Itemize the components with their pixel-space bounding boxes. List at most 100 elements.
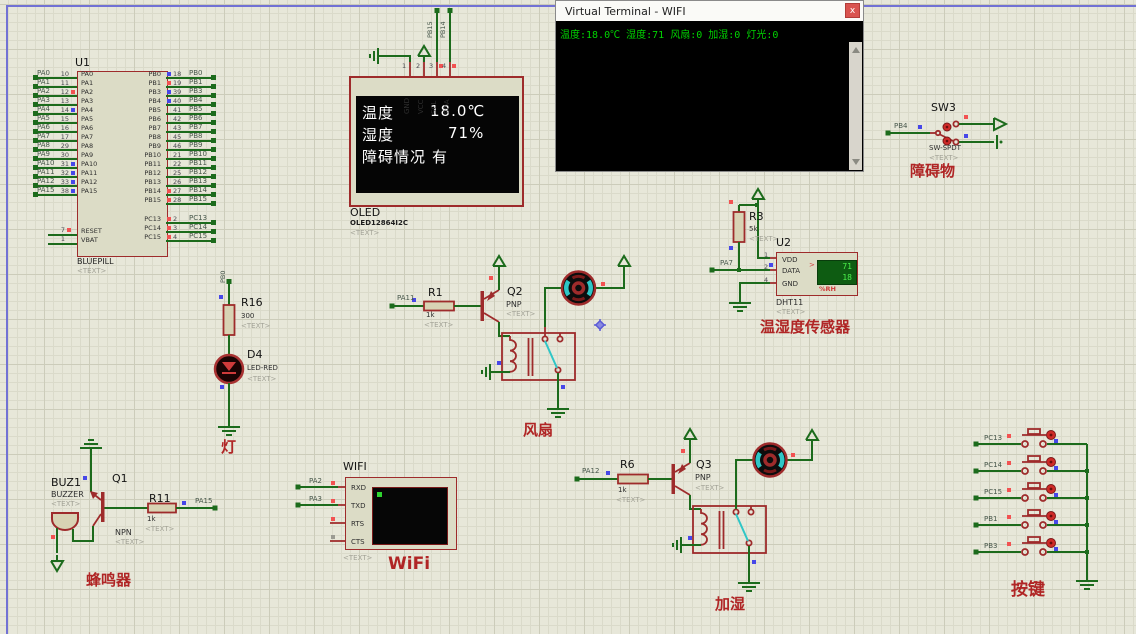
pin-wire [35, 140, 77, 142]
net-label-pb7: PB7 [189, 123, 203, 131]
scroll-up-icon[interactable] [852, 47, 860, 53]
terminal-scrollbar[interactable] [849, 42, 862, 170]
pin-name: PB3 [148, 88, 161, 96]
scroll-down-icon[interactable] [852, 159, 860, 165]
push-button-pc13[interactable]: PC13 [973, 428, 1088, 448]
transistor-q2[interactable] [480, 289, 500, 323]
oled-pin-num: 3 [429, 62, 434, 70]
resistor-r3[interactable] [732, 211, 746, 243]
pin-marker [167, 217, 171, 221]
oled-placeholder: <TEXT> [350, 229, 380, 237]
resistor-r6[interactable] [617, 473, 649, 485]
pin-name: PB10 [144, 151, 161, 159]
pin-marker [71, 171, 75, 175]
lamp-circuit[interactable] [213, 279, 245, 436]
net-label-pc14: PC14 [189, 223, 208, 231]
pin-name: PB6 [148, 115, 161, 123]
relay-humidifier[interactable] [681, 505, 767, 554]
pin-wire [35, 149, 77, 151]
pin-wire [35, 167, 77, 169]
transistor-q3[interactable] [671, 462, 691, 496]
wifi-pin-name: RXD [351, 484, 367, 492]
pin-number: 21 [173, 151, 182, 159]
dht11-sensor[interactable]: VDD DATA GND 71 18 > %RH [776, 252, 858, 296]
push-button-pc15[interactable]: PC15 [973, 482, 1090, 502]
pin-number: 32 [60, 169, 69, 177]
push-button-pb1[interactable]: PB1 [973, 509, 1090, 529]
pin-marker [167, 81, 171, 85]
terminal-body[interactable]: 温度:18.0℃ 湿度:71 风扇:0 加湿:0 灯光:0 [556, 21, 863, 171]
pin-wire [35, 158, 77, 160]
oled-pin-name: SCL [430, 100, 438, 114]
caption-lamp: 灯 [221, 438, 237, 456]
net-label-pb1: PB1 [189, 78, 203, 86]
mcu-body[interactable] [77, 71, 168, 257]
net-label-pc13: PC13 [984, 434, 1002, 442]
relay-fan[interactable] [490, 327, 576, 381]
led-d4[interactable] [213, 353, 245, 385]
net-label-oled-sda: PB14 [439, 21, 447, 38]
wifi-module[interactable]: RXD TXD RTS CTS [345, 477, 457, 550]
oled-row-value: 18.0℃ [430, 102, 486, 120]
resistor-r16[interactable] [222, 304, 236, 336]
r11-ref: R11 [149, 492, 171, 505]
pin-marker [167, 235, 171, 239]
net-label-pa7: PA7 [720, 259, 734, 267]
r1-placeholder: <TEXT> [424, 321, 454, 329]
origin-marker [594, 319, 606, 331]
net-label-pa2: PA2 [309, 477, 323, 485]
wire-terminal [211, 183, 216, 188]
pin-name: PC13 [144, 215, 161, 223]
dht-placeholder: <TEXT> [776, 308, 806, 316]
dht-pin-num: 1 [764, 251, 769, 259]
net-label-pa15: PA15 [37, 186, 55, 194]
pin-number: 10 [60, 70, 69, 78]
pin-name: PA0 [81, 70, 94, 78]
pin-name: PB11 [144, 160, 161, 168]
pin-name: PB1 [148, 79, 161, 87]
pin-number: 41 [173, 106, 182, 114]
pin-marker [167, 226, 171, 230]
pin-wire [166, 77, 215, 79]
net-label-pa12: PA12 [582, 467, 600, 475]
oled-row-value: 有 [432, 148, 449, 166]
net-label-pa4: PA4 [37, 105, 51, 113]
virtual-terminal-window[interactable]: Virtual Terminal - WIFI x 温度:18.0℃ 湿度:71… [555, 0, 864, 172]
pin-marker [167, 72, 171, 76]
push-button-pc14[interactable]: PC14 [973, 455, 1090, 475]
fan-motor[interactable] [562, 272, 595, 305]
net-label-pa15: PA15 [195, 497, 213, 505]
pin-name: PB4 [148, 97, 161, 105]
net-label-pc14: PC14 [984, 461, 1003, 469]
wire-terminal [33, 192, 38, 197]
humidifier-circuit[interactable] [574, 428, 819, 592]
terminal-output-line: 温度:18.0℃ 湿度:71 风扇:0 加湿:0 灯光:0 [560, 30, 779, 41]
wifi-title: WIFI [343, 460, 367, 473]
obstacle-switch-sw3[interactable] [885, 115, 1007, 149]
oled-row-value: 71% [448, 124, 485, 142]
buzzer-circuit[interactable] [50, 439, 218, 572]
net-label-oled-scl: PB15 [426, 21, 434, 38]
pin-marker [71, 90, 75, 94]
fan-circuit[interactable] [389, 255, 631, 418]
wire-terminal [211, 93, 216, 98]
caption-fan: 风扇 [523, 421, 554, 439]
transistor-q1[interactable] [90, 491, 105, 527]
buzzer-buz1[interactable] [51, 512, 79, 531]
wifi-pin-name: TXD [351, 502, 366, 510]
pin-number: 28 [173, 196, 182, 204]
pin-marker [71, 108, 75, 112]
pin-wire [166, 158, 215, 160]
terminal-titlebar[interactable]: Virtual Terminal - WIFI x [556, 1, 863, 22]
pin-marker [67, 228, 71, 232]
humidifier-motor[interactable] [754, 444, 787, 477]
dht-ref: U2 [776, 236, 792, 249]
d4-placeholder: <TEXT> [247, 375, 277, 383]
push-button-pb3[interactable]: PB3 [973, 536, 1090, 556]
wire-terminal [33, 102, 38, 107]
resistor-r1[interactable] [423, 300, 455, 312]
close-icon[interactable]: x [845, 3, 860, 18]
